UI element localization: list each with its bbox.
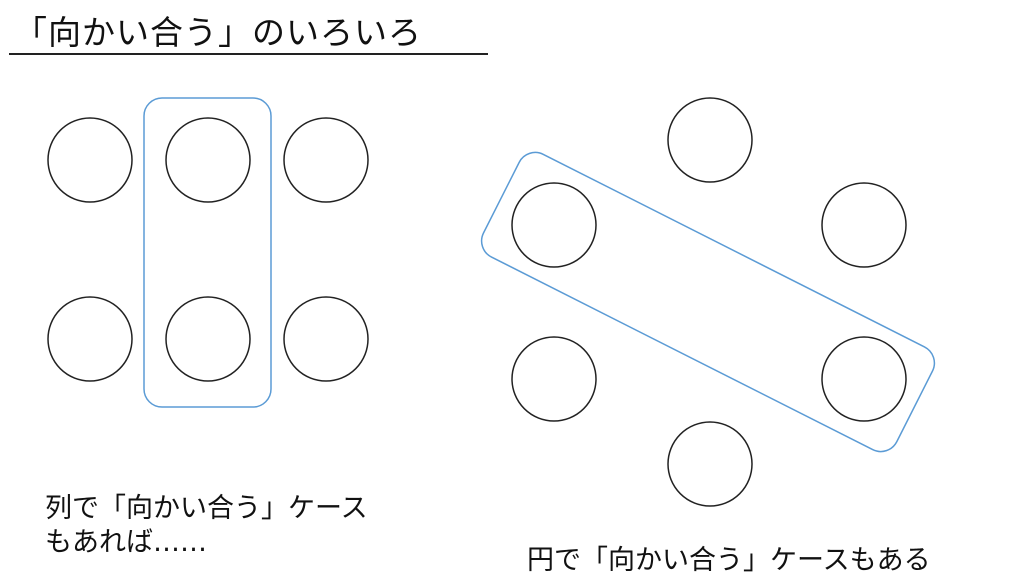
seat-circle <box>283 117 369 203</box>
facing-pair-highlight-box <box>480 151 936 453</box>
seat-circle <box>821 182 907 268</box>
row-case-caption-line1: 列で「向かい合う」ケース <box>45 493 368 524</box>
title-underline <box>9 53 488 55</box>
circle-seating-diagram <box>480 97 936 507</box>
seat-circle-highlighted <box>165 296 251 382</box>
row-case-caption: 列で「向かい合う」ケース もあれば…… <box>45 492 368 560</box>
seat-circle <box>667 97 753 183</box>
seat-circle-highlighted <box>511 182 597 268</box>
seat-circle <box>511 336 597 422</box>
row-case-caption-line2: もあれば…… <box>45 527 207 558</box>
circle-case-caption: 円で「向かい合う」ケースもある <box>527 545 931 576</box>
row-seating-diagram <box>47 97 369 408</box>
seat-circle-highlighted <box>165 117 251 203</box>
seat-circle <box>667 421 753 507</box>
seat-circle <box>283 296 369 382</box>
page-title: 「向かい合う」のいろいろ <box>14 13 422 52</box>
facing-pair-highlight-box <box>143 97 272 408</box>
seat-circle-highlighted <box>821 336 907 422</box>
seat-circle <box>47 117 133 203</box>
seat-circle <box>47 296 133 382</box>
